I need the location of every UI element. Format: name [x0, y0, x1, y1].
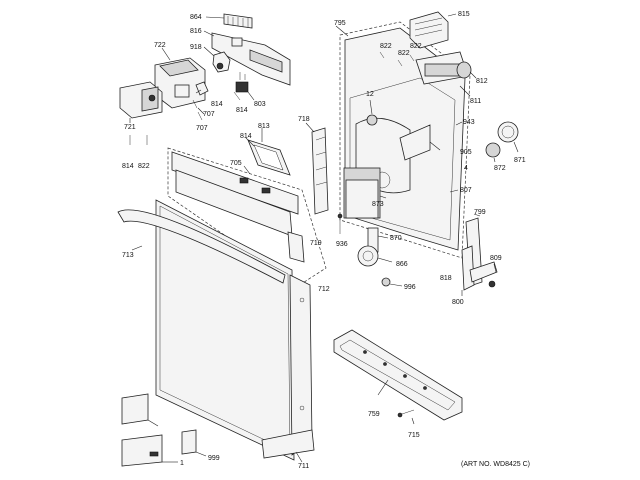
label-759: 759 — [368, 411, 380, 418]
label-713: 713 — [122, 252, 134, 259]
vent-cover-811 — [415, 51, 471, 97]
label-711: 711 — [298, 463, 309, 470]
literature-upper — [121, 393, 159, 427]
label-12: 12 — [366, 91, 374, 98]
side-strip-718 — [305, 122, 329, 215]
hinge-bracket-818 — [461, 245, 475, 291]
label-807: 807 — [460, 187, 472, 194]
label-718: 718 — [298, 116, 310, 123]
top-vent-part-864 — [205, 13, 253, 29]
label-905: 905 — [460, 149, 472, 156]
label-795: 795 — [334, 20, 346, 27]
label-864: 864 — [190, 14, 202, 21]
door-bottom-711 — [261, 429, 315, 463]
art-number-note: (ART NO. WD8425 C) — [461, 461, 530, 468]
screw-809 — [488, 263, 497, 288]
label-811: 811 — [470, 98, 481, 105]
washer-996 — [381, 277, 403, 287]
switch-part-918 — [203, 46, 231, 73]
label-822-c: 822 — [398, 50, 410, 57]
label-813: 813 — [258, 123, 270, 130]
screw-943 — [455, 121, 463, 126]
label-814-a: 814 — [211, 101, 223, 108]
label-707-a: 707 — [203, 111, 215, 118]
hinge-link-800 — [461, 261, 498, 296]
connector-part-803 — [235, 72, 255, 101]
screw-715 — [397, 409, 415, 425]
outer-door-panel-713 — [155, 199, 295, 461]
label-707-b: 707 — [196, 125, 208, 132]
label-871: 871 — [514, 157, 526, 164]
label-872: 872 — [494, 165, 506, 172]
door-latch-assembly-816 — [203, 30, 291, 86]
label-799: 799 — [474, 209, 486, 216]
label-999: 999 — [208, 455, 220, 462]
label-822-d: 822 — [410, 43, 422, 50]
label-800: 800 — [452, 299, 464, 306]
label-870: 870 — [390, 235, 402, 242]
label-803: 803 — [254, 101, 266, 108]
rinse-aid-905 — [399, 124, 441, 161]
screw-part-814-console — [245, 137, 255, 147]
label-814-d: 814 — [240, 133, 252, 140]
label-1: 1 — [180, 460, 184, 467]
vent-ring-871 — [497, 121, 519, 153]
fill-cap-12 — [366, 99, 378, 126]
label-809: 809 — [490, 255, 502, 262]
dispenser-lid-873 — [345, 179, 387, 219]
screw-part-814-mid — [233, 91, 241, 101]
vent-seal-872 — [485, 142, 501, 163]
screws-822 — [379, 51, 415, 67]
label-tag-999 — [181, 429, 207, 457]
label-873: 873 — [372, 201, 384, 208]
screw-936 — [337, 213, 343, 234]
end-cap-719 — [287, 231, 305, 263]
label-722: 722 — [154, 42, 166, 49]
kickplate-759 — [333, 329, 463, 421]
console-frame-outline — [167, 147, 327, 287]
dispenser-part-721 — [119, 81, 163, 123]
screws-part-707 — [192, 99, 205, 121]
door-handle-713 — [117, 209, 286, 284]
label-818: 818 — [440, 275, 452, 282]
control-module-722 — [154, 47, 206, 109]
label-936: 936 — [336, 241, 348, 248]
label-822-b: 822 — [380, 43, 392, 50]
label-712: 712 — [318, 286, 330, 293]
label-816: 816 — [190, 28, 202, 35]
screws-lower-left — [129, 135, 148, 145]
label-814-c: 814 — [122, 163, 134, 170]
label-996: 996 — [404, 284, 416, 291]
door-side-panel-712 — [289, 274, 313, 456]
label-705: 705 — [230, 160, 242, 167]
label-943: 943 — [463, 119, 475, 126]
bracket-part-814-upper — [195, 81, 209, 96]
literature-1 — [121, 434, 178, 467]
label-815: 815 — [458, 11, 470, 18]
label-822-a: 822 — [138, 163, 150, 170]
gasket-part-813 — [247, 128, 291, 176]
gasket-812 — [456, 61, 477, 79]
label-814-b: 814 — [236, 107, 248, 114]
pump-part-866 — [357, 245, 393, 267]
label-866: 866 — [396, 261, 408, 268]
vent-815 — [409, 11, 457, 49]
label-719: 719 — [310, 240, 322, 247]
label-4: 4 — [464, 165, 468, 172]
label-812: 812 — [476, 78, 488, 85]
label-918: 918 — [190, 44, 202, 51]
label-715: 715 — [408, 432, 420, 439]
label-721: 721 — [124, 124, 136, 131]
part-number-labels: 864 816 918 722 814 803 814 707 707 721 … — [122, 11, 526, 470]
